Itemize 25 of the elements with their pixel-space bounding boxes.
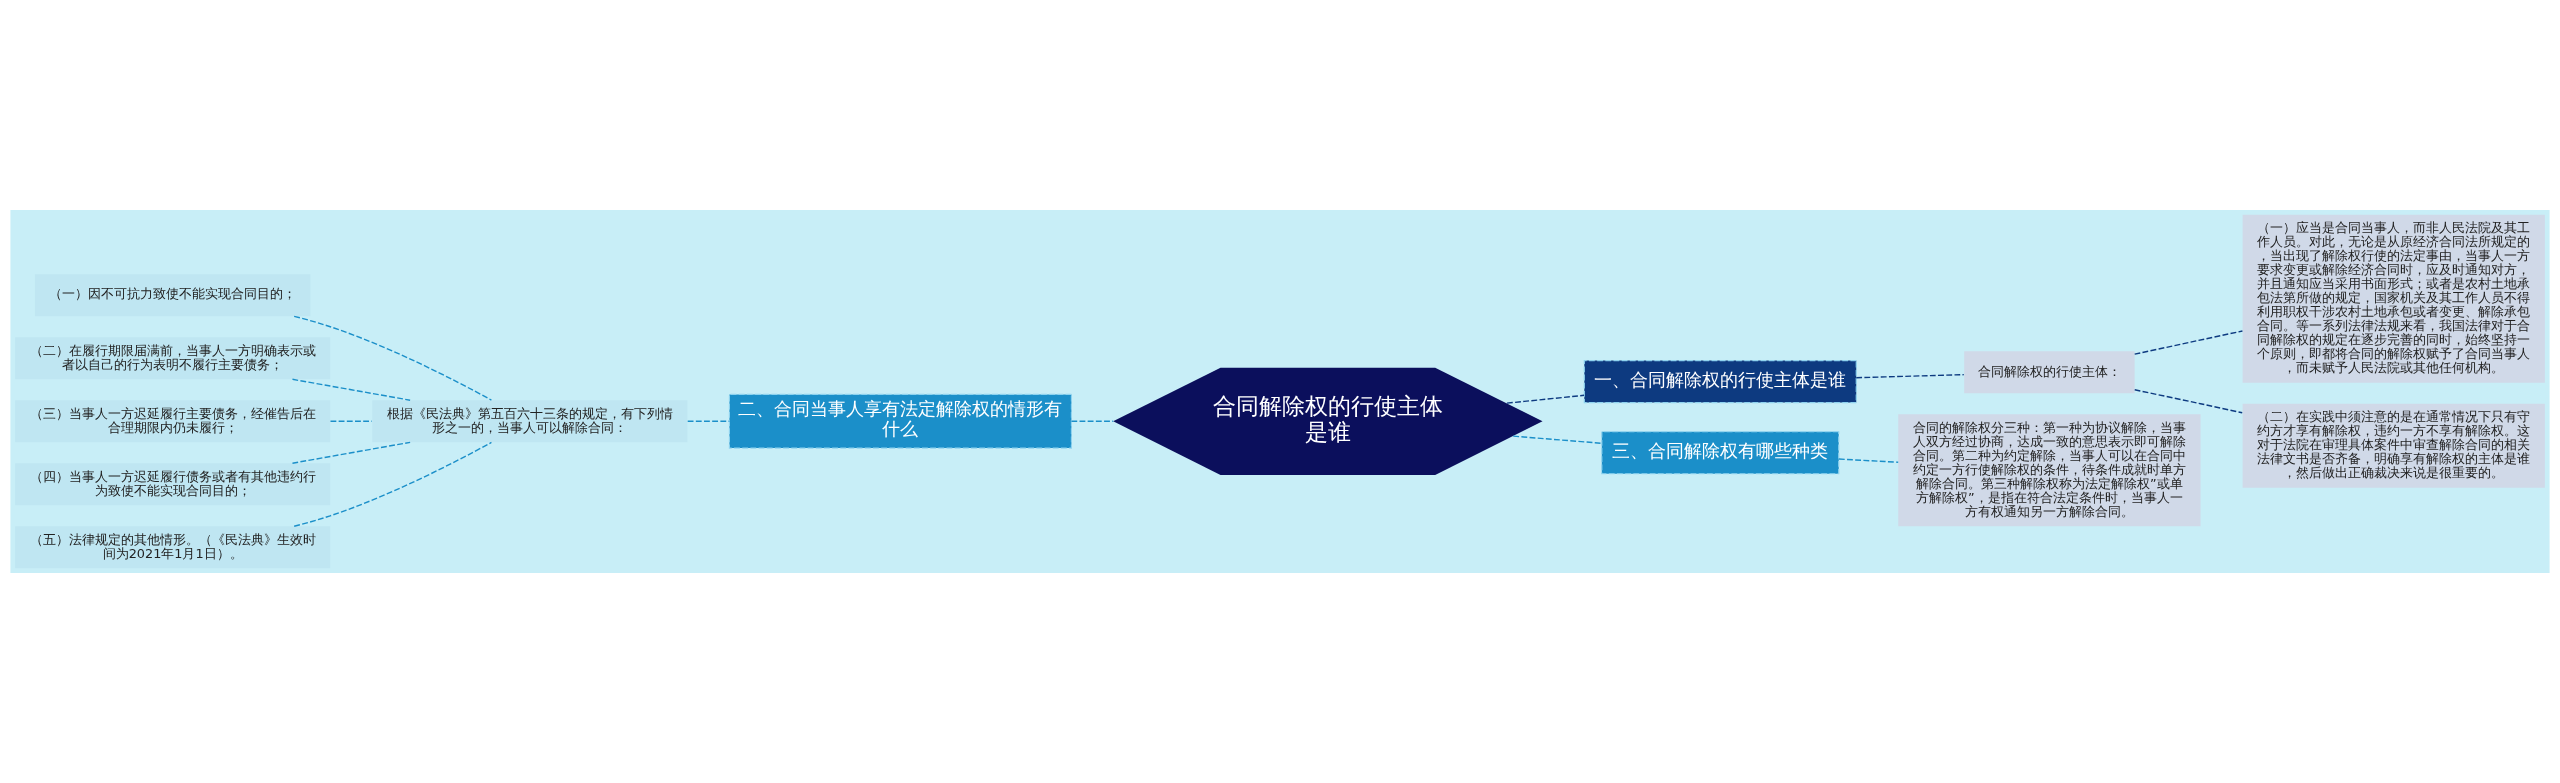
node-box: 合同的解除权分三种：第一种为协议解除，当事人双方经过协商，达成一致的意思表示即可解除合同。第二种为约定解除，当事人可以在合同中约定一方行使解除权的条件，待条件成就时单方解除合同。第三种解除权称为法定解除权”或单方解除权”，是指在符合法定条件时，当事人一方有权通知另一方解除合同。	[1898, 414, 2201, 527]
connector	[1070, 420, 1114, 422]
connector	[1512, 435, 1603, 444]
connector	[293, 315, 493, 401]
node-box: （四）当事人一方迟延履行债务或者有其他违约行为致使不能实现合同目的；	[15, 463, 331, 506]
node-box: （一）应当是合同当事人，而非人民法院及其工作人员。对此，无论是从原经济合同法所规定的，当出现了解除权行使的法定事由，当事人一方要求变更或解除经济合同时，应及时通知对方，并且通知应当采用书面形式；或者是农村土地承包法第所做的规定，国家机关及其工作人员不得利用职权干涉农村土地承包或者变更、解除承包合同。等一系列法律法规来看，我国法律对于合同解除权的规定在逐步完善的同时，始终坚持一个原则，即都将合同的解除权赋予了合同当事人，而未赋予人民法院或其他任何机构。	[2242, 214, 2545, 383]
node-box: 三、合同解除权有哪些种类	[1601, 431, 1840, 475]
connector	[291, 441, 411, 464]
node-box: （三）当事人一方迟延履行主要债务，经催告后在合理期限内仍未履行；	[15, 400, 331, 443]
connector	[2134, 389, 2243, 414]
connector	[1506, 394, 1585, 404]
connector	[291, 378, 411, 401]
node-box: 根据《民法典》第五百六十三条的规定，有下列情形之一的，当事人可以解除合同：	[372, 400, 688, 443]
node-box: （五）法律规定的其他情形。（《民法典》生效时间为2021年1月1日）。	[15, 526, 331, 569]
node-box: 合同解除权的行使主体：	[1964, 351, 2135, 394]
connector	[293, 441, 493, 527]
node-box: （二）在实践中须注意的是在通常情况下只有守约方才享有解除权，违约一方不享有解除权。这对于法院在审理具体案件中审查解除合同的相关法律文书是否齐备，明确享有解除权的主体是谁，然后做出正确裁决来说是很重要的。	[2242, 403, 2545, 488]
node-box: （一）因不可抗力致使不能实现合同目的；	[34, 274, 311, 317]
connector	[1838, 458, 1899, 463]
connector	[1855, 373, 1965, 379]
connector	[329, 420, 373, 422]
node-box: 二、合同当事人享有法定解除权的情形有什么	[728, 393, 1072, 449]
connector	[2134, 330, 2244, 355]
node-box: （二）在履行期限届满前，当事人一方明确表示或者以自己的行为表明不履行主要债务；	[15, 337, 331, 380]
node-box: 一、合同解除权的行使主体是谁	[1583, 360, 1857, 404]
